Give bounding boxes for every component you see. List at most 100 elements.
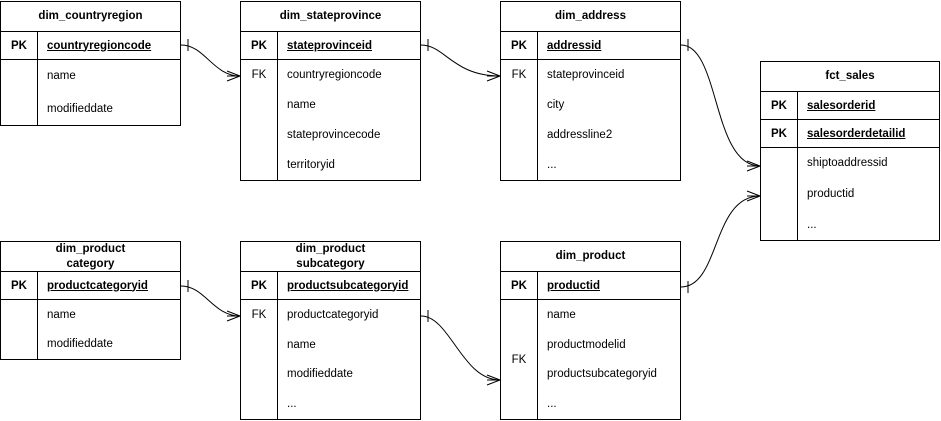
attribute-name: salesorderid [807, 99, 876, 112]
attribute-name: productcategoryid [47, 279, 148, 292]
attribute-name: ... [547, 398, 557, 411]
foreign-key-badge [1, 60, 38, 125]
attribute-list: stateprovinceid city addressline2... [538, 60, 680, 180]
attribute-name: productsubcategoryid [287, 279, 409, 292]
attribute-name: addressline2 [547, 129, 613, 141]
attribute-name: ... [807, 218, 817, 231]
crowsfoot-prong [486, 70, 501, 77]
relationship-line [420, 44, 501, 77]
attribute-name: salesorderdetailid [807, 127, 906, 140]
attribute-name: modifieddate [47, 102, 113, 115]
attribute-name: stateprovincecode [287, 129, 381, 141]
key-row: PK countryregioncode [1, 32, 180, 60]
relationship-line [180, 44, 241, 77]
key-badge: PK [1, 32, 38, 59]
relationship-address-to-fctsales [680, 39, 761, 172]
key-badge: PK [501, 32, 538, 59]
attribute-block: FK countryregioncode name stateprovincecode… [241, 60, 420, 180]
crowsfoot-prong [486, 379, 501, 386]
relationship-subcategory-to-product [420, 310, 501, 386]
entity-title: dim_product [501, 242, 680, 272]
crowsfoot-prong [226, 75, 241, 82]
foreign-key-badge: FK [501, 60, 538, 180]
relationship-line [420, 315, 501, 381]
attribute-name: name [287, 99, 316, 111]
key-row: PK salesorderid [761, 92, 939, 120]
attribute-name: countryregioncode [287, 69, 382, 81]
attribute-name: ... [547, 159, 557, 171]
key-row: PK productsubcategoryid [241, 272, 420, 300]
key-row: PK productcategoryid [1, 272, 180, 300]
attribute-block: name modifieddate [1, 60, 180, 125]
attribute-name: modifieddate [47, 338, 113, 351]
attribute-list: countryregioncode name stateprovincecode te… [278, 60, 420, 180]
attribute-name: territoryid [287, 159, 335, 171]
relationship-product-to-fctsales [680, 190, 761, 293]
key-badge: PK [1, 272, 38, 299]
attribute-name: productmodelid [547, 338, 626, 351]
key-badge: PK [501, 272, 538, 299]
crowsfoot-prong [746, 160, 761, 167]
entity-title: dim_countryregion [1, 2, 180, 32]
entity-title: dim_address [501, 2, 680, 32]
relationship-productcategory-to-subcategory [180, 280, 241, 322]
foreign-key-badge: FK [241, 60, 278, 180]
attribute-name: productid [807, 188, 855, 200]
foreign-key-badge [1, 300, 38, 359]
attribute-name: countryregioncode [47, 39, 152, 52]
attribute-name: productcategoryid [287, 308, 379, 321]
attribute-list: name modifieddate [38, 60, 180, 125]
key-badge: PK [241, 32, 278, 59]
crowsfoot-prong [746, 165, 761, 172]
crowsfoot-prong [226, 310, 241, 317]
attribute-name: stateprovinceid [287, 39, 372, 52]
attribute-name: productid [547, 279, 601, 292]
attribute-block: FK stateprovinceid city addressline2... [501, 60, 680, 180]
foreign-key-badge [761, 148, 798, 240]
attribute-list: shiptoaddressid productid... [798, 148, 939, 240]
attribute-block: shiptoaddressid productid... [761, 148, 939, 240]
crowsfoot-prong [226, 70, 241, 77]
attribute-name: name [287, 338, 316, 351]
relationship-line [680, 44, 761, 167]
attribute-name: city [547, 99, 565, 111]
attribute-name: name [47, 70, 76, 83]
crowsfoot-prong [746, 190, 761, 197]
crowsfoot-prong [486, 374, 501, 381]
attribute-name: stateprovinceid [547, 69, 625, 81]
entity-title: dim_product category [1, 242, 180, 272]
key-row: PK addressid [501, 32, 680, 60]
key-badge: PK [241, 272, 278, 299]
relationship-line [180, 285, 241, 317]
entity-title: fct_sales [761, 62, 939, 92]
relationship-stateprovince-to-address [420, 39, 501, 82]
relationship-line [680, 195, 761, 288]
crowsfoot-prong [746, 195, 761, 202]
foreign-key-badge: FK [501, 300, 538, 419]
key-row: PK stateprovinceid [241, 32, 420, 60]
key-badge: PK [761, 120, 798, 147]
foreign-key-badge: FK [241, 300, 278, 419]
relationship-countryregion-to-stateprovince [180, 39, 241, 82]
attribute-name: name [547, 308, 576, 321]
key-row: PK salesorderdetailid [761, 120, 939, 148]
key-badge: PK [761, 92, 798, 119]
attribute-name: addressid [547, 39, 602, 52]
entity-title: dim_product subcategory [241, 242, 420, 272]
attribute-name: ... [287, 398, 297, 411]
attribute-name: shiptoaddressid [807, 157, 888, 170]
